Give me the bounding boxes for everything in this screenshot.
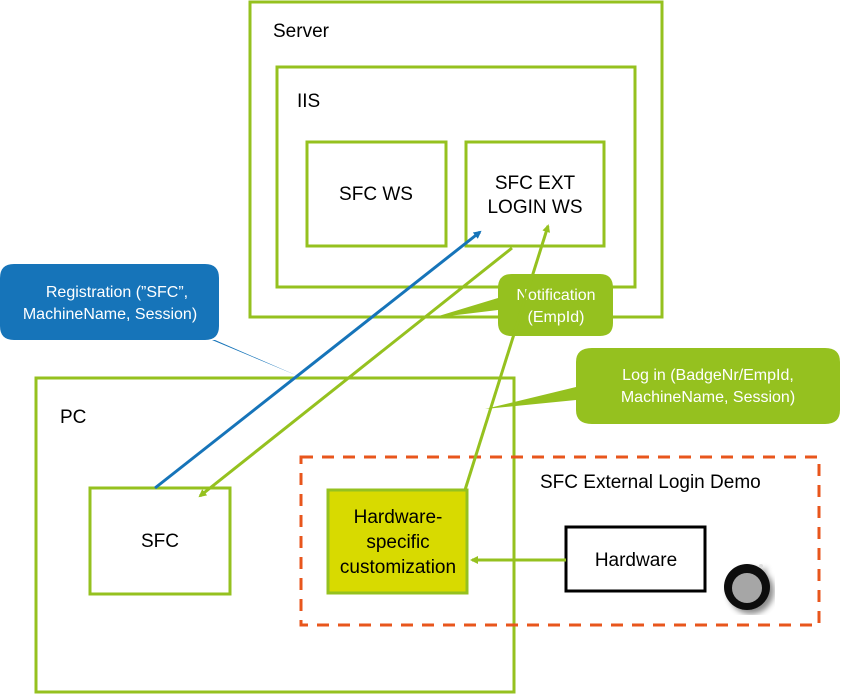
hardware-label: Hardware [595, 550, 677, 571]
sfc-ext-label-line1: SFC EXT [495, 173, 576, 194]
sfc-label: SFC [141, 531, 179, 552]
hardware-box: Hardware [564, 525, 707, 593]
sfc-ext-login-ws-box: SFC EXT LOGIN WS [464, 140, 606, 248]
registration-callout: Registration (”SFC”, MachineName, Sessio… [0, 264, 298, 376]
demo-label: SFC External Login Demo [540, 472, 761, 493]
iis-label: IIS [297, 91, 320, 112]
hw-custom-line1: Hardware- [354, 507, 443, 528]
registration-line2: MachineName, Session) [23, 306, 197, 323]
sfc-box: SFC [88, 486, 232, 596]
round-button-knob-icon [724, 564, 770, 610]
login-line1: Log in (BadgeNr/EmpId, [622, 367, 794, 384]
hw-custom-line3: customization [340, 557, 456, 578]
sfc-ws-label: SFC WS [339, 184, 413, 205]
login-arrow [463, 224, 551, 491]
sfc-ext-label-line2: LOGIN WS [487, 197, 582, 218]
registration-arrow [154, 230, 482, 490]
login-line2: MachineName, Session) [621, 389, 795, 406]
notification-line1: Notification [516, 287, 595, 304]
sfc-ws-box: SFC WS [305, 140, 448, 248]
server-label: Server [273, 21, 330, 42]
hardware-customization-box: Hardware- specific customization [326, 488, 469, 595]
demo-box: SFC External Login Demo [299, 455, 821, 627]
server-box: Server [248, 0, 664, 319]
pc-box: PC [34, 376, 516, 694]
registration-line1: Registration (”SFC”, [46, 284, 188, 301]
login-callout: Log in (BadgeNr/EmpId, MachineName, Sess… [485, 348, 840, 424]
notification-line2: (EmpId) [528, 309, 585, 326]
iis-box: IIS [275, 65, 637, 289]
hw-custom-line2: specific [366, 532, 429, 553]
pc-label: PC [60, 407, 86, 428]
notification-arrow [198, 246, 513, 498]
